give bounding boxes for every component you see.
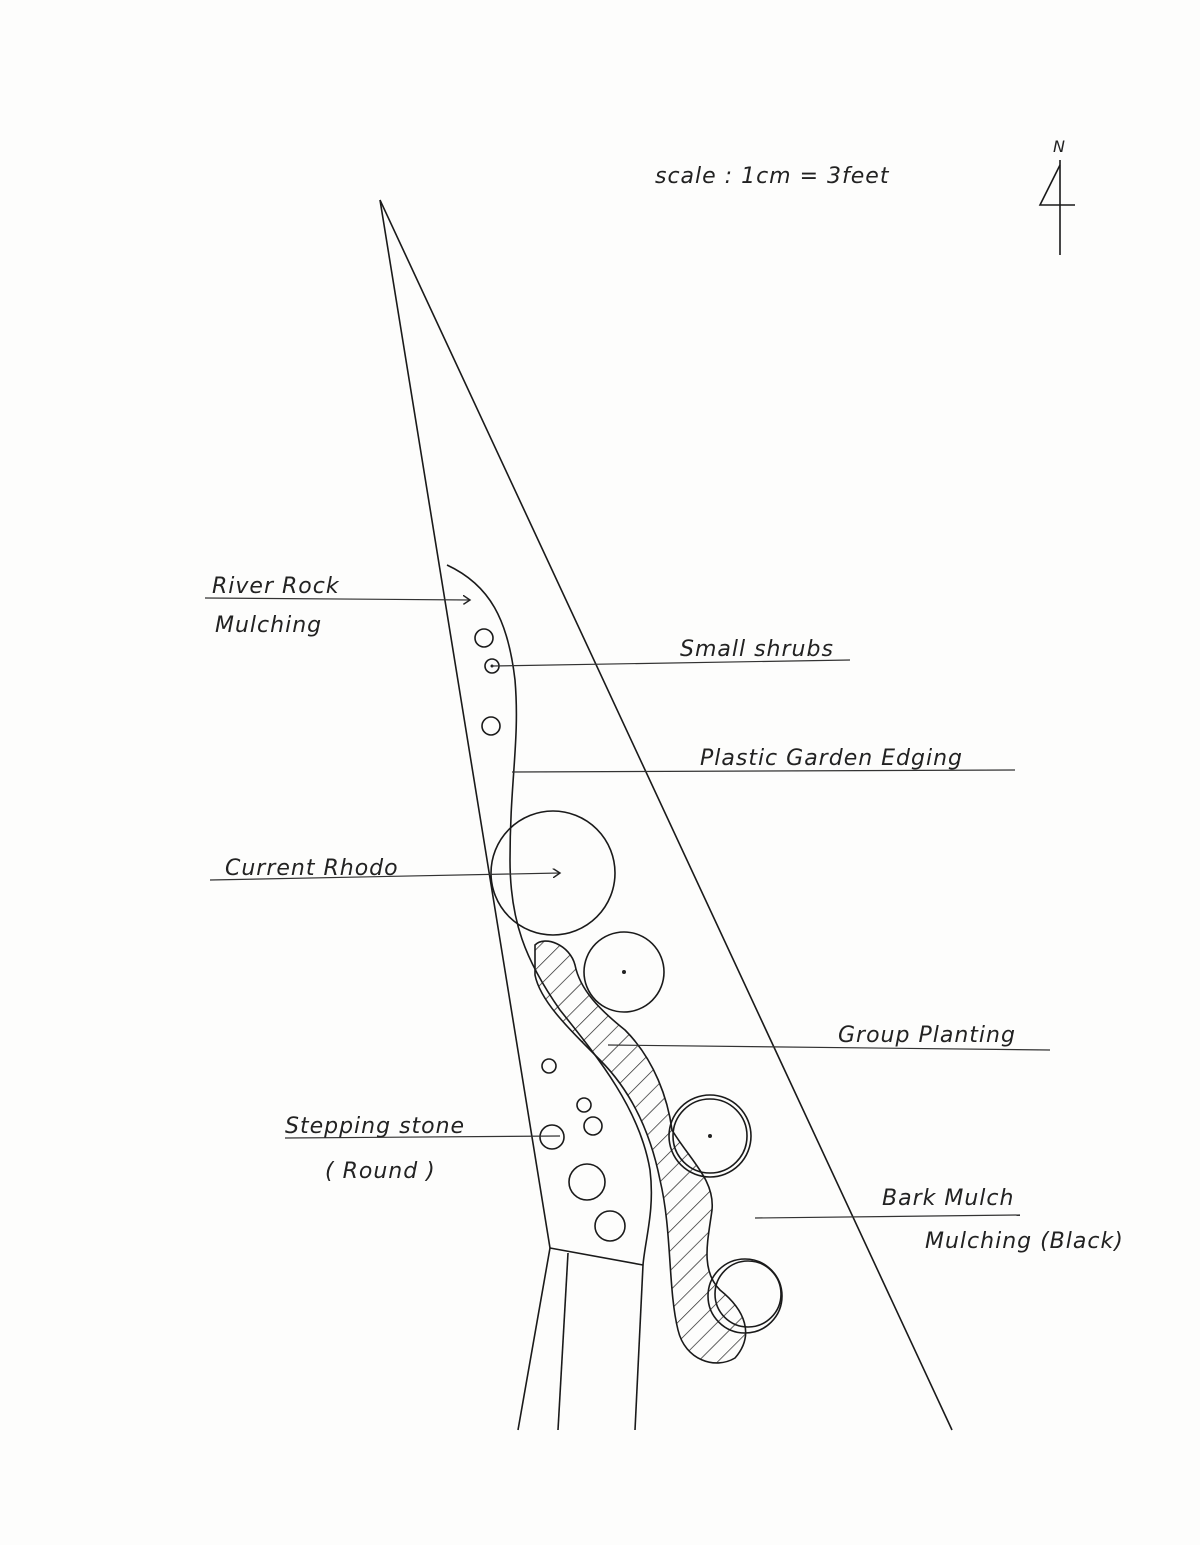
small-shrubs bbox=[474, 628, 501, 736]
label-stepping-stone: Stepping stone bbox=[285, 1114, 465, 1139]
group-planting-area bbox=[534, 940, 747, 1364]
stepping-stones bbox=[539, 1058, 626, 1242]
leader-lines bbox=[204, 598, 1051, 1219]
label-river-rock: River Rock bbox=[212, 574, 340, 599]
label-stepping-round: ( Round ) bbox=[325, 1159, 436, 1184]
label-bark-mulching-black: Mulching (Black) bbox=[925, 1229, 1124, 1254]
north-arrow-icon: N bbox=[1038, 137, 1075, 255]
label-edging: Plastic Garden Edging bbox=[700, 746, 963, 771]
label-group-planting: Group Planting bbox=[838, 1023, 1016, 1048]
label-rhodo: Current Rhodo bbox=[225, 856, 399, 881]
label-bark-mulch: Bark Mulch bbox=[882, 1186, 1014, 1211]
label-small-shrubs: Small shrubs bbox=[680, 637, 834, 662]
garden-edging bbox=[446, 564, 653, 1266]
svg-text:N: N bbox=[1053, 137, 1066, 156]
bed-outline bbox=[379, 199, 953, 1431]
scale-note: scale : 1cm = 3feet bbox=[655, 164, 890, 189]
plant-circles bbox=[490, 810, 783, 1334]
label-river-rock-mulching: Mulching bbox=[215, 613, 322, 638]
